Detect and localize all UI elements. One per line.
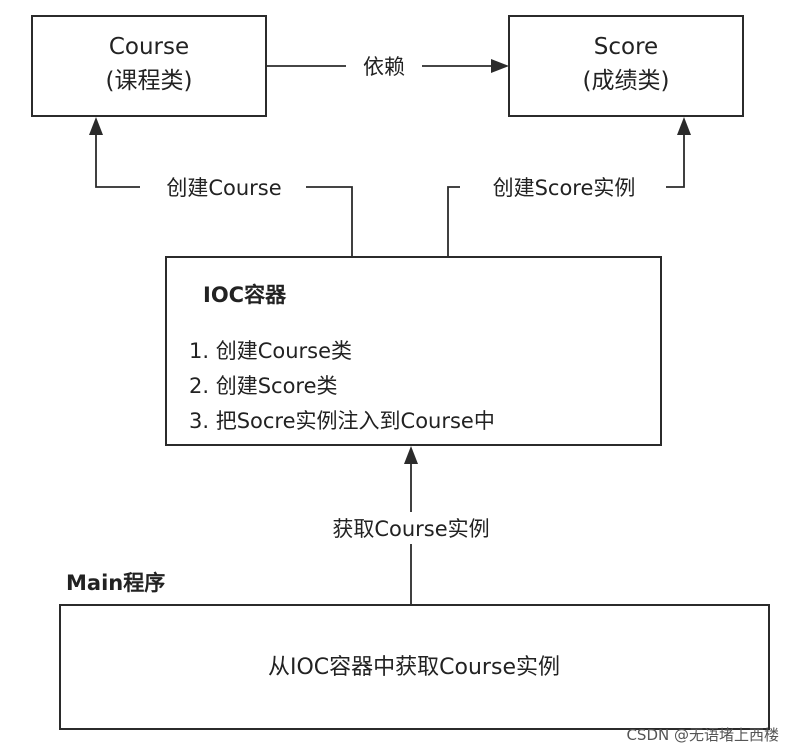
ioc-title: IOC容器	[203, 283, 287, 307]
score-subtitle: (成绩类)	[583, 68, 670, 94]
ioc-node: IOC容器 1. 创建Course类 2. 创建Score类 3. 把Socre…	[165, 256, 662, 446]
create-score-edge: 创建Score实例	[447, 117, 691, 257]
course-name: Course	[109, 34, 189, 60]
create-score-label: 创建Score实例	[493, 176, 636, 200]
get-course-label-bg	[306, 512, 516, 544]
create-score-arrow-icon	[677, 117, 691, 135]
ioc-step-1: 1. 创建Course类	[189, 339, 352, 363]
create-course-arrow-icon	[89, 117, 103, 135]
depends-label-bg	[346, 52, 422, 80]
main-node: 从IOC容器中获取Course实例	[59, 604, 770, 730]
main-body: 从IOC容器中获取Course实例	[268, 655, 560, 680]
course-box	[31, 15, 267, 117]
main-box	[59, 604, 770, 730]
create-score-label-bg	[460, 172, 666, 202]
course-subtitle: (课程类)	[106, 68, 193, 94]
create-course-edge: 创建Course	[89, 117, 353, 257]
get-course-label: 获取Course实例	[332, 517, 489, 541]
depends-label: 依赖	[363, 55, 405, 79]
score-node: Score (成绩类)	[508, 15, 744, 117]
main-title: Main程序	[66, 571, 165, 595]
get-course-edge: 获取Course实例	[306, 446, 516, 605]
ioc-box	[165, 256, 662, 446]
score-box	[508, 15, 744, 117]
create-course-label: 创建Course	[166, 176, 281, 200]
get-course-arrow-icon	[404, 446, 418, 464]
ioc-step-3: 3. 把Socre实例注入到Course中	[189, 409, 495, 433]
course-node: Course (课程类)	[31, 15, 267, 117]
create-course-label-bg	[140, 172, 306, 202]
depends-edge: 依赖	[266, 52, 509, 80]
watermark: CSDN @无语堵上西楼	[626, 726, 779, 744]
score-name: Score	[594, 34, 658, 60]
depends-arrow-icon	[491, 59, 509, 73]
ioc-step-2: 2. 创建Score类	[189, 374, 338, 398]
